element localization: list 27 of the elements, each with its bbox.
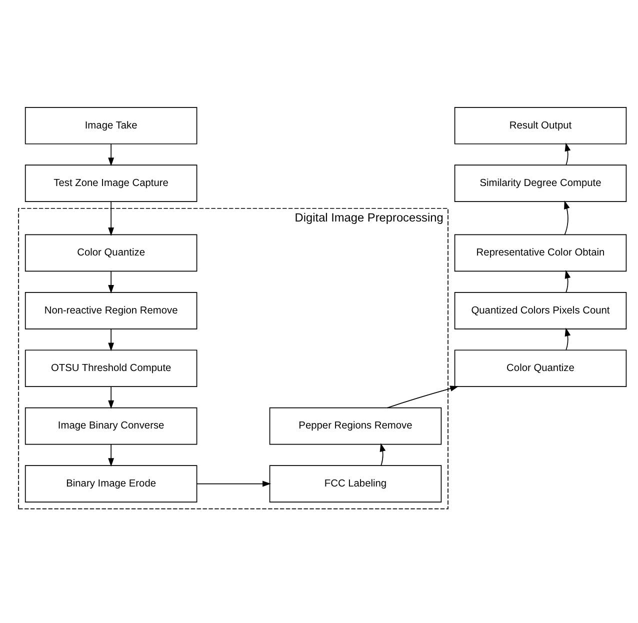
node-box: Similarity Degree Compute [454, 164, 627, 202]
node-box: Image Take [24, 106, 198, 144]
arrow [108, 143, 114, 166]
node-box: OTSU Threshold Compute [24, 350, 198, 388]
node-box: Pepper Regions Remove [269, 407, 442, 445]
node-box: Non-reactive Region Remove [24, 292, 198, 330]
arrow [108, 201, 114, 236]
node-box: Test Zone Image Capture [24, 164, 198, 202]
node-box: Result Output [454, 106, 627, 144]
arrow [108, 386, 114, 409]
node-box: Binary Image Erode [24, 465, 198, 502]
node-box: Quantized Colors Pixels Count [454, 292, 627, 330]
node-box: Image Binary Converse [24, 407, 198, 445]
arrow [108, 444, 114, 467]
arrow [380, 443, 386, 466]
arrow [564, 270, 571, 293]
arrow [108, 328, 114, 352]
node-box: FCC Labeling [269, 465, 442, 502]
arrow [108, 270, 114, 294]
arrow [564, 142, 571, 166]
node-box: Color Quantize [24, 234, 198, 272]
arrow [564, 328, 571, 350]
arrow [387, 386, 459, 408]
node-box: Representative Color Obtain [454, 234, 627, 272]
arrow [196, 480, 272, 487]
arrow [564, 200, 570, 236]
node-box: Color Quantize [454, 350, 627, 388]
